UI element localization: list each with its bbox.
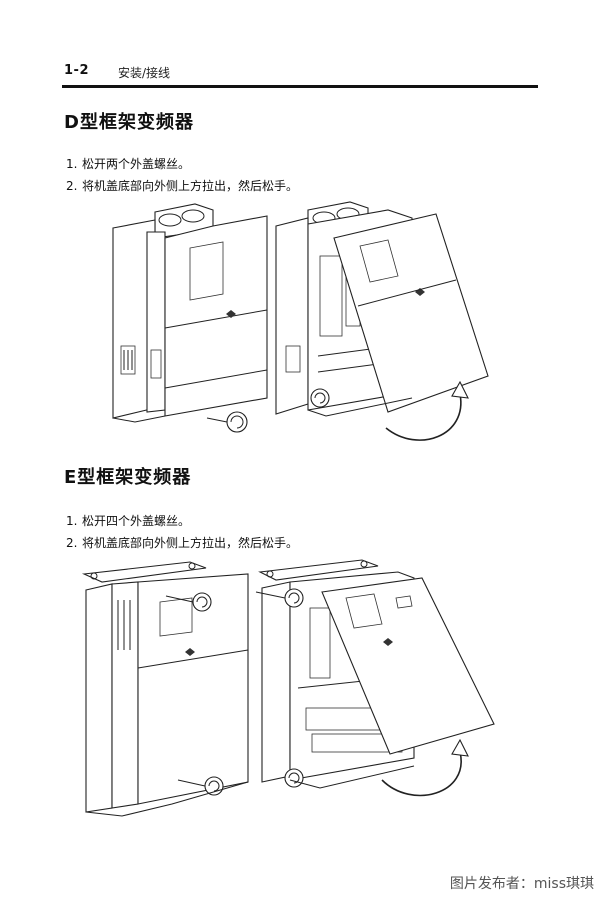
step-d-2: 2. 将机盖底部向外侧上方拉出，然后松手。 xyxy=(66,177,298,194)
step-text: 松开四个外盖螺丝。 xyxy=(82,514,191,528)
d-frame-closed-drive-illustration xyxy=(112,203,268,433)
step-d-1: 1. 松开两个外盖螺丝。 xyxy=(66,155,190,172)
step-number: 2. xyxy=(66,179,78,193)
section-title-e-frame: E型框架变频器 xyxy=(64,467,192,488)
step-number: 1. xyxy=(66,514,78,528)
section-title-d-frame: D型框架变频器 xyxy=(64,112,194,133)
e-frame-open-cover-illustration xyxy=(255,559,495,797)
page-number: 1-2 xyxy=(64,63,89,78)
e-frame-closed-drive-illustration xyxy=(81,561,249,817)
step-e-2: 2. 将机盖底部向外侧上方拉出，然后松手。 xyxy=(66,534,298,551)
header-rule xyxy=(62,85,538,88)
publisher-watermark: 图片发布者：miss琪琪 xyxy=(449,876,594,892)
step-text: 松开两个外盖螺丝。 xyxy=(82,157,191,171)
step-text: 将机盖底部向外侧上方拉出，然后松手。 xyxy=(82,179,299,193)
step-text: 将机盖底部向外侧上方拉出，然后松手。 xyxy=(82,536,299,550)
step-number: 1. xyxy=(66,157,78,171)
chapter-title: 安装/接线 xyxy=(118,66,171,80)
step-number: 2. xyxy=(66,536,78,550)
d-frame-open-cover-illustration xyxy=(275,201,489,441)
step-e-1: 1. 松开四个外盖螺丝。 xyxy=(66,512,190,529)
